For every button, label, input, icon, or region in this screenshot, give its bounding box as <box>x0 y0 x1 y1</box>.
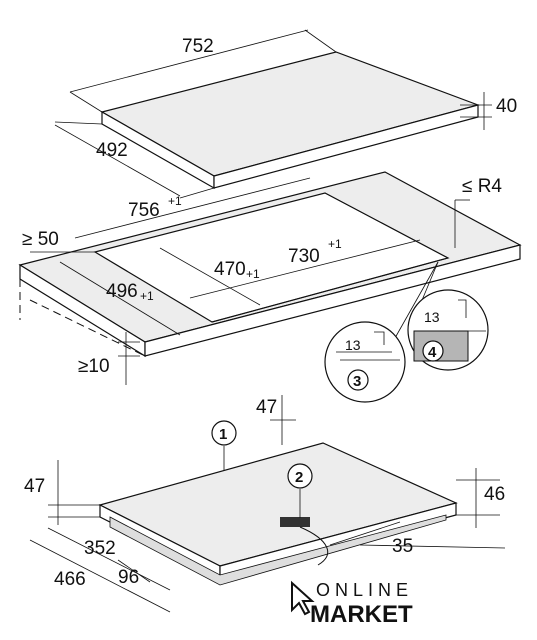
online-market-logo: ONLINE MARKET <box>291 580 413 628</box>
dim-46-label: 46 <box>484 484 505 505</box>
dim-756: 756 +1 <box>74 177 311 239</box>
dim-756-tolerance: +1 <box>168 194 182 208</box>
dim-470: 470 +1 <box>159 247 261 306</box>
detail-4: 13 4 <box>407 261 489 371</box>
dim-50: ≥ 50 <box>22 229 95 253</box>
dim-radius-label: ≤ R4 <box>462 176 502 197</box>
dim-47-top-label: 47 <box>256 397 277 418</box>
dim-496: 496 +1 <box>59 261 181 336</box>
dim-470-label: 470 <box>214 259 246 280</box>
dim-352-label: 352 <box>84 538 116 559</box>
power-cable <box>299 526 329 566</box>
worktop-right-edge <box>144 244 521 357</box>
dim-730-label: 730 <box>288 246 320 267</box>
callout-1: 1 <box>211 420 237 470</box>
detail-3-dim: 13 <box>345 337 361 353</box>
logo-line-1: ONLINE <box>316 580 413 600</box>
dim-47-left-label: 47 <box>24 476 45 497</box>
dim-96-label: 96 <box>118 567 139 588</box>
dim-492: 492 <box>54 121 215 199</box>
dim-756-label: 756 <box>128 200 160 221</box>
dim-466: 466 <box>29 539 171 613</box>
detail-3-number: 3 <box>353 373 361 390</box>
dim-492-label: 492 <box>96 140 128 161</box>
worktop <box>18 171 522 358</box>
dim-50-label: ≥ 50 <box>22 229 59 250</box>
callout-2: 2 <box>287 463 313 518</box>
detail-3-circle <box>324 321 406 403</box>
dim-10: ≥10 <box>78 332 140 385</box>
dim-10-label: ≥10 <box>78 356 110 377</box>
dim-496-tolerance: +1 <box>140 289 154 303</box>
hob-bottom-housing <box>109 514 447 586</box>
hob-bottom-view <box>98 442 458 586</box>
dim-46: 46 <box>456 468 505 528</box>
detail-4-number: 4 <box>428 344 437 361</box>
dim-96: 96 <box>117 559 151 588</box>
dim-466-label: 466 <box>54 569 86 590</box>
dim-352: 352 <box>47 527 171 591</box>
dim-47-left: 47 <box>24 460 100 525</box>
dim-40: 40 <box>460 92 517 130</box>
callout-2-number: 2 <box>295 469 303 486</box>
dim-496-label: 496 <box>106 281 138 302</box>
dim-752: 752 <box>69 29 337 113</box>
dim-730: 730 +1 <box>189 237 421 299</box>
connection-box <box>280 517 310 527</box>
cursor-icon <box>291 580 315 616</box>
dim-47-top: 47 <box>256 395 296 445</box>
callout-1-number: 1 <box>219 426 227 443</box>
detail-3: 13 3 <box>324 261 439 403</box>
dim-752-label: 752 <box>182 36 214 57</box>
dim-radius: ≤ R4 <box>454 176 502 248</box>
logo-line-2: MARKET <box>310 601 413 628</box>
hob-top-view <box>100 51 480 190</box>
dim-470-tolerance: +1 <box>246 267 260 281</box>
dim-35: 35 <box>329 521 506 557</box>
dim-730-tolerance: +1 <box>328 237 342 251</box>
detail-4-dim: 13 <box>424 309 440 325</box>
dim-40-label: 40 <box>496 96 517 117</box>
dim-35-label: 35 <box>392 536 413 557</box>
